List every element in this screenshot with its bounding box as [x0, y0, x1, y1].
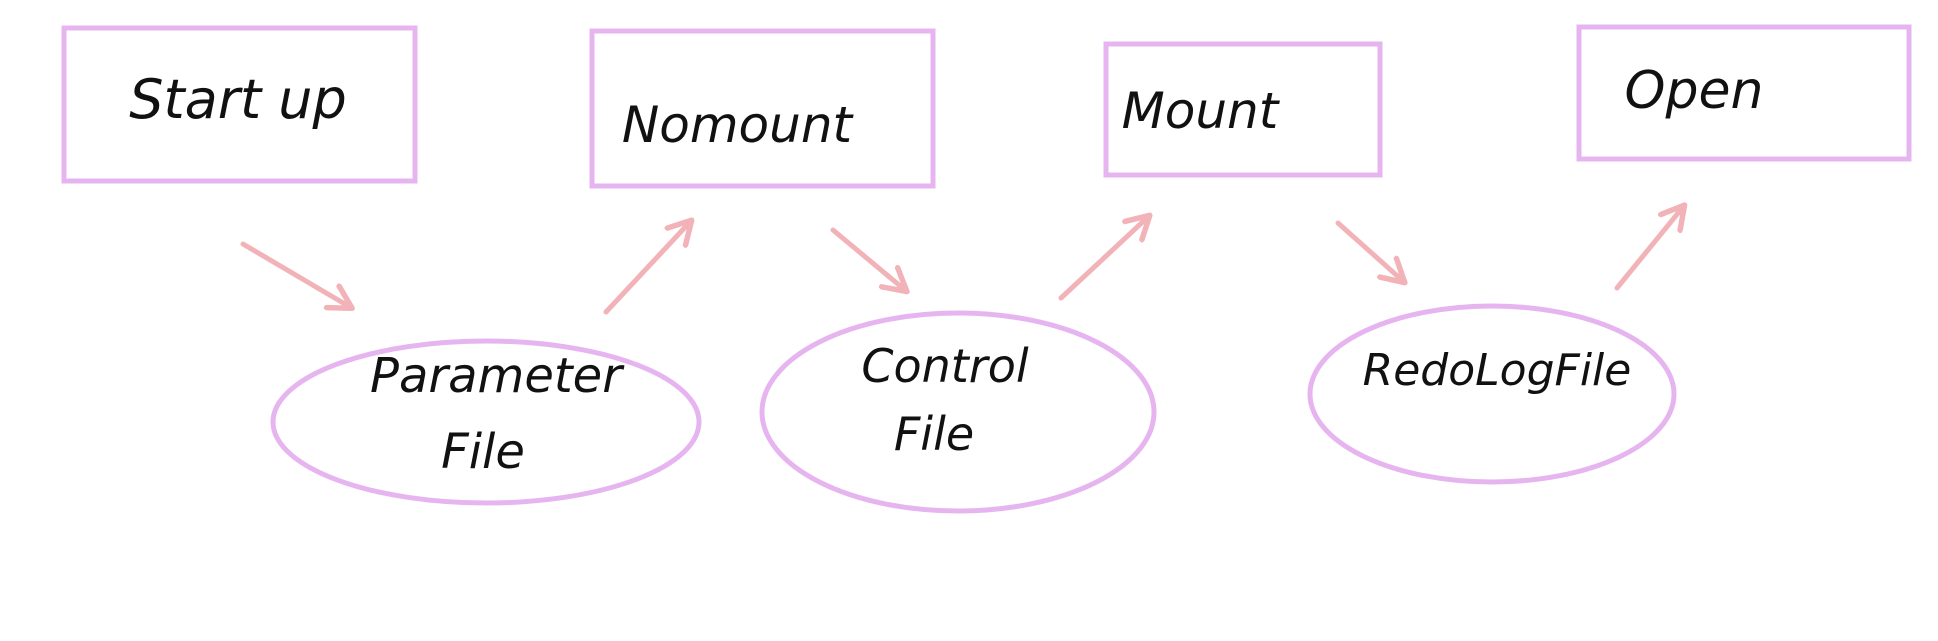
file-ellipse	[1307, 303, 1677, 485]
arrow-startup-to-parameter	[240, 241, 350, 307]
file-control: Control File	[759, 310, 1157, 514]
file-label-line-2: File	[441, 424, 525, 480]
file-ellipse	[759, 310, 1157, 514]
file-ellipse	[270, 338, 702, 506]
flow-arrows	[240, 207, 1683, 315]
file-label-line-1: Control	[861, 339, 1029, 393]
file-redolog: RedoLogFile	[1307, 303, 1677, 485]
stage-nomount: Nomount	[589, 28, 936, 189]
stage-box	[61, 25, 418, 184]
stage-box	[1103, 41, 1383, 178]
arrow-nomount-to-control	[830, 227, 905, 290]
stage-label: Nomount	[622, 96, 855, 154]
stage-box	[1576, 24, 1912, 162]
stage-label: Open	[1625, 61, 1764, 121]
stage-box	[589, 28, 936, 189]
stage-label: Mount	[1122, 82, 1281, 140]
stage-startup: Start up	[61, 25, 418, 184]
file-label-line-2: File	[894, 407, 974, 461]
stage-open: Open	[1576, 24, 1912, 162]
file-label-line-1: RedoLogFile	[1363, 345, 1632, 396]
arrow-mount-to-redolog	[1335, 220, 1403, 281]
file-label-line-1: Parameter	[370, 348, 625, 404]
arrow-parameter-to-nomount	[603, 222, 690, 315]
stage-label: Start up	[129, 68, 347, 131]
arrow-redolog-to-open	[1614, 207, 1683, 291]
arrow-control-to-mount	[1058, 217, 1148, 301]
file-parameter: Parameter File	[270, 338, 702, 506]
stage-mount: Mount	[1103, 41, 1383, 178]
